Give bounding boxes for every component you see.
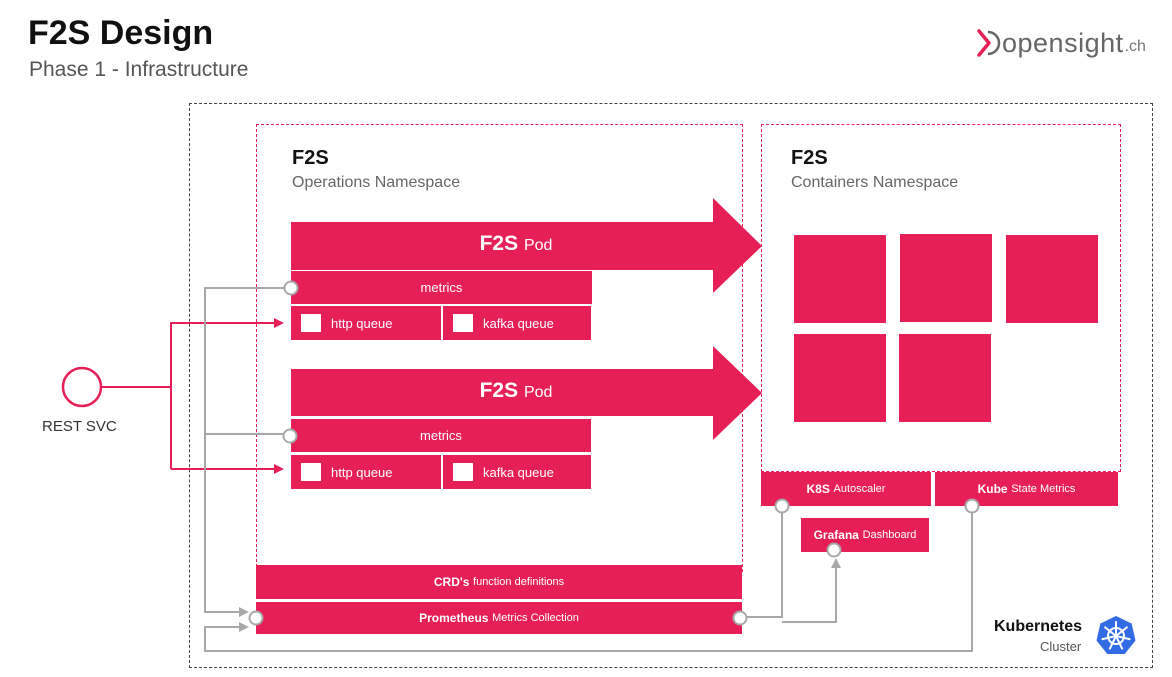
containers-namespace <box>761 124 1121 472</box>
queue-box-icon <box>301 314 321 332</box>
operations-ns-subtitle: Operations Namespace <box>292 174 461 191</box>
container-block <box>900 234 992 322</box>
page-title: F2S Design <box>28 14 214 52</box>
pod-2-http-queue: http queue <box>291 455 441 489</box>
operations-ns-title: F2S <box>292 147 329 169</box>
queue-box-icon <box>301 463 321 481</box>
container-block <box>794 334 886 422</box>
pod-1-label: F2S Pod <box>479 232 553 255</box>
opensight-logo: opensight .ch <box>976 26 1146 60</box>
kubernetes-cluster-boundary <box>189 103 1153 668</box>
logo-text: opensight <box>1002 27 1124 58</box>
helm-wheel-icon <box>1096 616 1136 654</box>
container-block <box>899 334 991 422</box>
metrics-links <box>204 287 973 652</box>
prometheus-metrics-collection: Prometheus Metrics Collection <box>256 602 742 634</box>
rest-svc-node <box>61 366 103 408</box>
pod-2-kafka-queue: kafka queue <box>443 455 591 489</box>
k8s-autoscaler: K8S Autoscaler <box>761 472 931 506</box>
kubernetes-title: Kubernetes <box>994 618 1083 635</box>
kubernetes-subtitle: Cluster <box>1040 639 1082 654</box>
rest-svc-links <box>102 318 284 474</box>
logo-tld: .ch <box>1124 38 1146 55</box>
pod-2-metrics: metrics <box>291 419 591 452</box>
grafana-dashboard: Grafana Dashboard <box>801 518 929 552</box>
rest-svc-label: REST SVC <box>42 418 117 435</box>
container-block <box>1006 235 1098 323</box>
crd-function-definitions: CRD's function definitions <box>256 565 742 599</box>
pod-1-kafka-queue: kafka queue <box>443 306 591 340</box>
pod-2-label: F2S Pod <box>479 379 553 402</box>
kube-state-metrics: Kube State Metrics <box>935 472 1118 506</box>
containers-ns-subtitle: Containers Namespace <box>791 174 959 191</box>
container-block <box>794 235 886 323</box>
opensight-arrow-icon <box>977 29 1001 57</box>
queue-box-icon <box>453 314 473 332</box>
pod-1-http-queue: http queue <box>291 306 441 340</box>
pod-arrow-1 <box>291 198 762 293</box>
page-subtitle: Phase 1 - Infrastructure <box>29 58 249 81</box>
pod-1-metrics: metrics <box>291 271 592 304</box>
connection-nodes <box>248 280 980 626</box>
containers-ns-title: F2S <box>791 147 828 169</box>
queue-box-icon <box>453 463 473 481</box>
pod-arrow-2 <box>291 346 762 440</box>
